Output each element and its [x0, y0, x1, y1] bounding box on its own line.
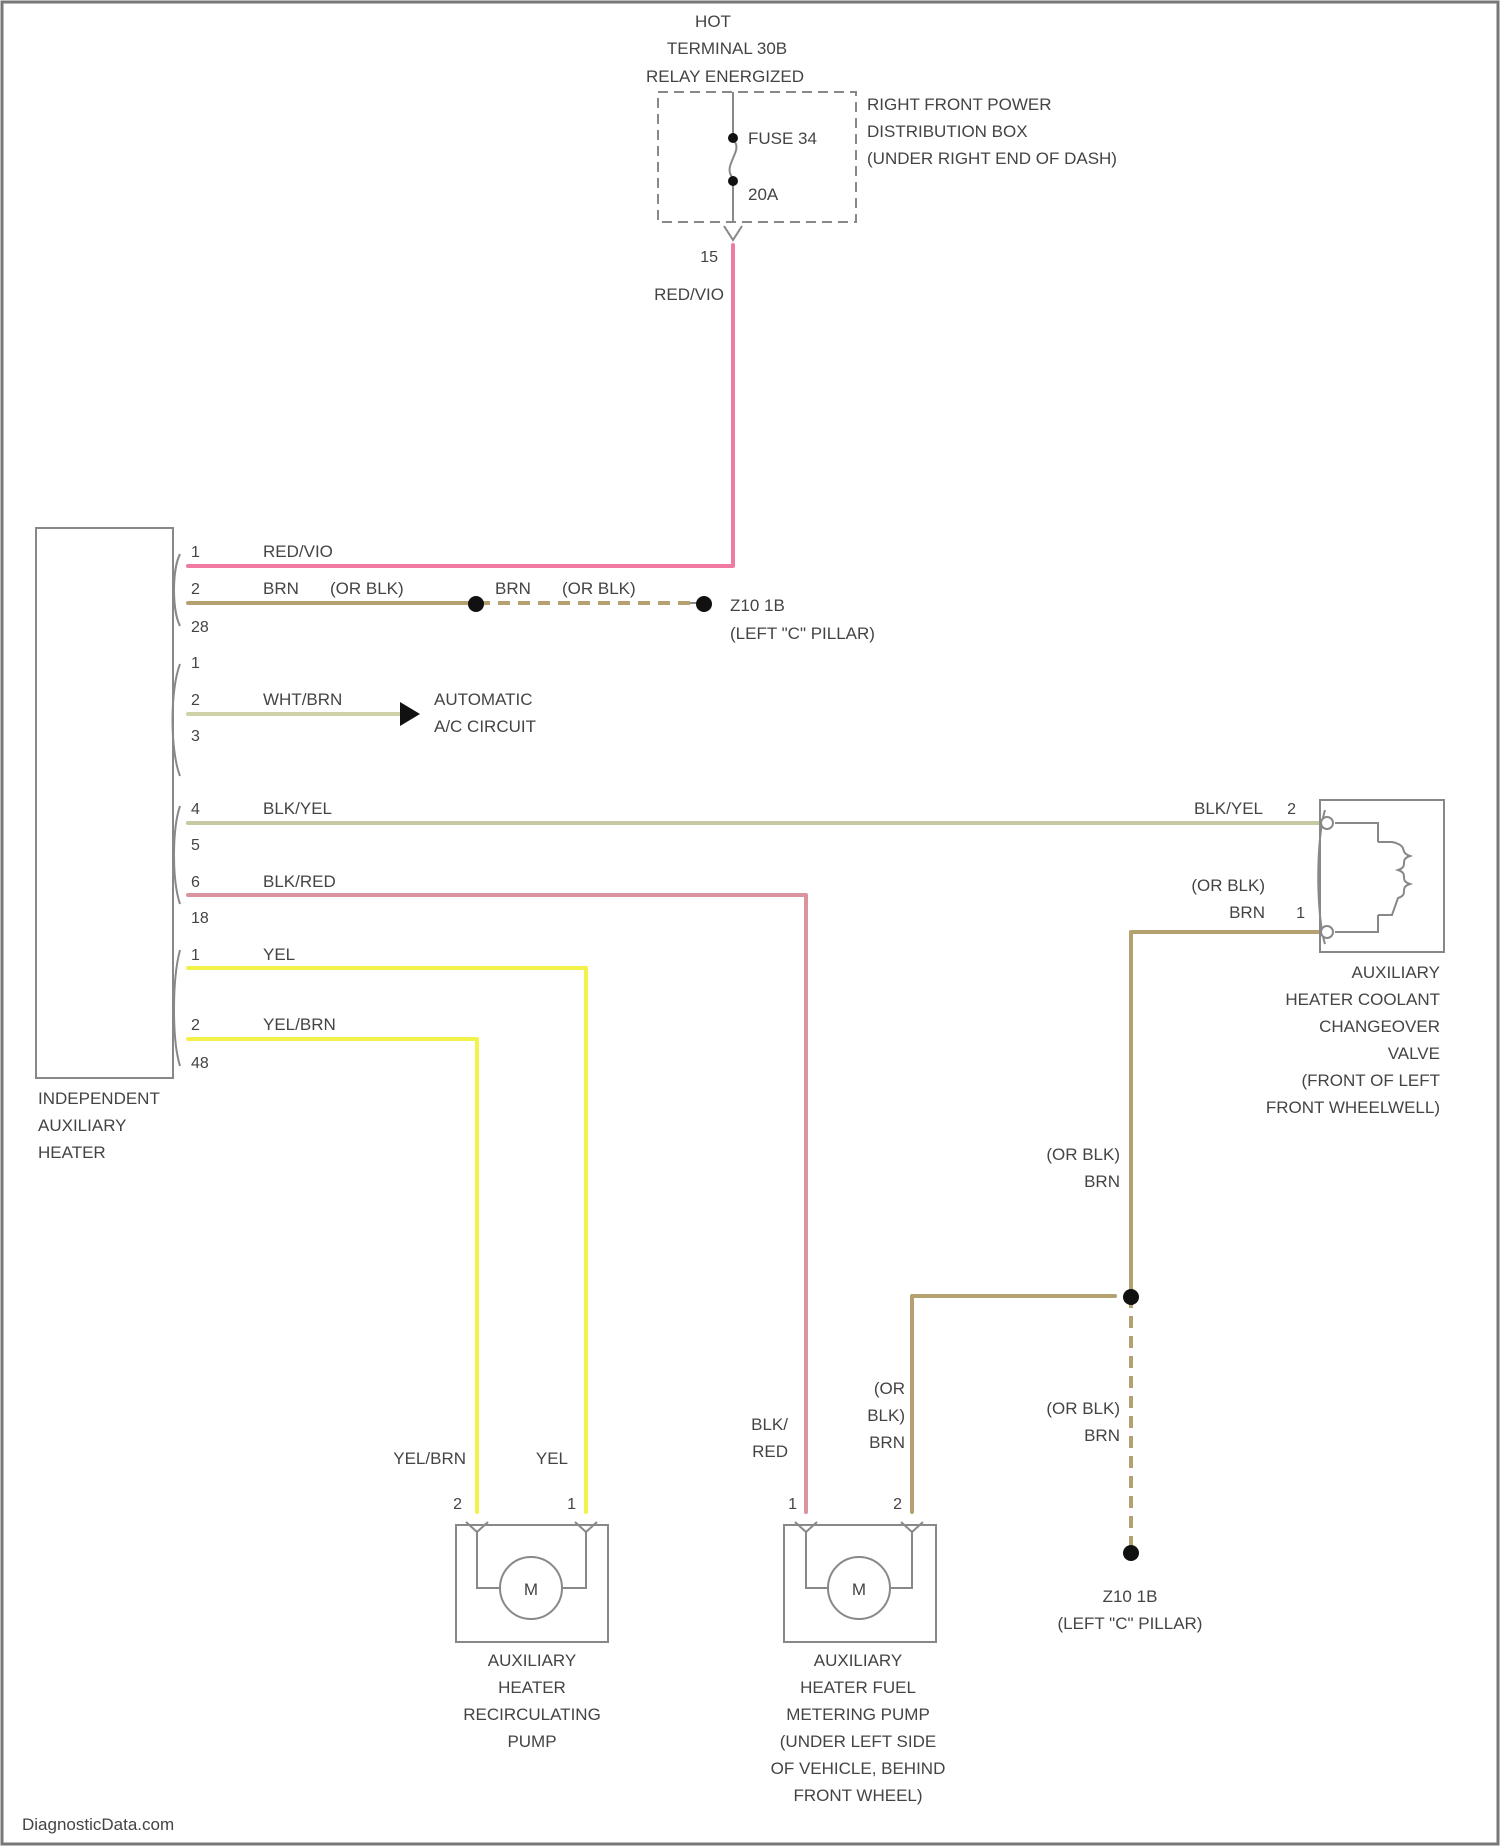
hot-label-3: RELAY ENERGIZED [646, 67, 804, 86]
wire-label-yel: YEL [263, 945, 295, 964]
auxiliary-heater-box [36, 528, 173, 1078]
valve-name-4: VALVE [1388, 1044, 1440, 1063]
heater-pin-1: 1 [191, 544, 200, 561]
ground-top-label: Z10 1B [730, 596, 785, 615]
heater-pin-4: 4 [191, 801, 200, 818]
wire-label-blk-b: (OR BLK) [562, 579, 636, 598]
ground-dot-top [696, 596, 712, 612]
recirc-name-2: HEATER [498, 1678, 566, 1697]
hot-label-1: HOT [695, 12, 731, 31]
heater-name-1: INDEPENDENT [38, 1089, 160, 1108]
recirc-wire-left: YEL/BRN [393, 1449, 466, 1468]
valve-name-3: CHANGEOVER [1319, 1017, 1440, 1036]
recirc-name-1: AUXILIARY [488, 1651, 577, 1670]
pin-15: 15 [700, 249, 718, 266]
wire-label-brn-b: BRN [495, 579, 531, 598]
wire-label-blk-yel: BLK/YEL [263, 799, 332, 818]
fuel-wire-right-2: BLK) [867, 1406, 905, 1425]
fuel-pin-1: 1 [788, 1496, 797, 1513]
heater-name-2: AUXILIARY [38, 1116, 127, 1135]
wire-label-wht-brn: WHT/BRN [263, 690, 342, 709]
fuse-node-top [728, 133, 738, 143]
wire-label-brn-a: BRN [263, 579, 299, 598]
valve-name-6: FRONT WHEELWELL) [1266, 1098, 1440, 1117]
heater-pin-c4-1: 1 [191, 947, 200, 964]
fuel-pin-2: 2 [893, 1496, 902, 1513]
ground-bottom-sub: (LEFT "C" PILLAR) [1058, 1614, 1203, 1633]
heater-pin-c2-2: 2 [191, 692, 200, 709]
heater-pin-c4-2: 2 [191, 1017, 200, 1034]
splice-dot-right [1123, 1289, 1139, 1305]
wire-label-blk-a: (OR BLK) [330, 579, 404, 598]
fuel-wire-left-1: BLK/ [751, 1415, 788, 1434]
fuel-wire-right-3: BRN [869, 1433, 905, 1452]
footer-watermark: DiagnosticData.com [22, 1815, 174, 1834]
low-brn-label: BRN [1084, 1426, 1120, 1445]
ac-circuit-label-2: A/C CIRCUIT [434, 717, 536, 736]
fuel-name-4: (UNDER LEFT SIDE [780, 1732, 937, 1751]
mid-brn-label: BRN [1084, 1172, 1120, 1191]
heater-name-3: HEATER [38, 1143, 106, 1162]
fuel-wire-right-1: (OR [874, 1379, 905, 1398]
heater-pin-2: 2 [191, 581, 200, 598]
wire-label-yel-brn: YEL/BRN [263, 1015, 336, 1034]
heater-pin-28: 28 [191, 619, 209, 636]
valve-name-2: HEATER COOLANT [1285, 990, 1440, 1009]
valve-wire-label: BLK/YEL [1194, 799, 1263, 818]
recirc-pin-2: 2 [453, 1496, 462, 1513]
heater-pin-6: 6 [191, 874, 200, 891]
fuse-label: FUSE 34 [748, 129, 817, 148]
valve-pin-1: 1 [1296, 905, 1305, 922]
wire-label-red-vio-vertical: RED/VIO [654, 285, 724, 304]
valve-pin-1-terminal [1321, 926, 1333, 938]
low-blk-label: (OR BLK) [1046, 1399, 1120, 1418]
recirc-motor-label: M [524, 1580, 538, 1599]
fuel-motor-label: M [852, 1580, 866, 1599]
splice-dot-brn [468, 596, 484, 612]
box-label-2: DISTRIBUTION BOX [867, 122, 1028, 141]
valve-name-5: (FRONT OF LEFT [1301, 1071, 1440, 1090]
ground-dot-bottom [1123, 1545, 1139, 1561]
ground-bottom-label: Z10 1B [1103, 1587, 1158, 1606]
fuel-name-1: AUXILIARY [814, 1651, 903, 1670]
wire-label-red-vio: RED/VIO [263, 542, 333, 561]
ac-circuit-label-1: AUTOMATIC [434, 690, 533, 709]
box-label-1: RIGHT FRONT POWER [867, 95, 1052, 114]
fuse-rating: 20A [748, 185, 779, 204]
recirc-pin-1: 1 [567, 1496, 576, 1513]
heater-pin-c2-3: 3 [191, 728, 200, 745]
wire-label-blk-red: BLK/RED [263, 872, 336, 891]
valve-name-1: AUXILIARY [1351, 963, 1440, 982]
fuel-name-3: METERING PUMP [786, 1705, 930, 1724]
valve-pin-2-terminal [1321, 817, 1333, 829]
recirc-name-3: RECIRCULATING [463, 1705, 601, 1724]
fuel-name-6: FRONT WHEEL) [793, 1786, 922, 1805]
heater-pin-c2-1: 1 [191, 655, 200, 672]
mid-blk-label: (OR BLK) [1046, 1145, 1120, 1164]
heater-pin-5: 5 [191, 837, 200, 854]
fuel-name-2: HEATER FUEL [800, 1678, 916, 1697]
fuel-wire-left-2: RED [752, 1442, 788, 1461]
heater-pin-48: 48 [191, 1055, 209, 1072]
recirc-name-4: PUMP [507, 1732, 556, 1751]
ground-top-sub: (LEFT "C" PILLAR) [730, 624, 875, 643]
valve-blk-label: (OR BLK) [1191, 876, 1265, 895]
valve-pin-2: 2 [1287, 801, 1296, 818]
valve-brn-label: BRN [1229, 903, 1265, 922]
recirc-wire-right: YEL [536, 1449, 568, 1468]
heater-pin-18: 18 [191, 910, 209, 927]
fuel-name-5: OF VEHICLE, BEHIND [771, 1759, 946, 1778]
hot-label-2: TERMINAL 30B [667, 39, 787, 58]
box-label-3: (UNDER RIGHT END OF DASH) [867, 149, 1117, 168]
fuse-node-bottom [728, 176, 738, 186]
